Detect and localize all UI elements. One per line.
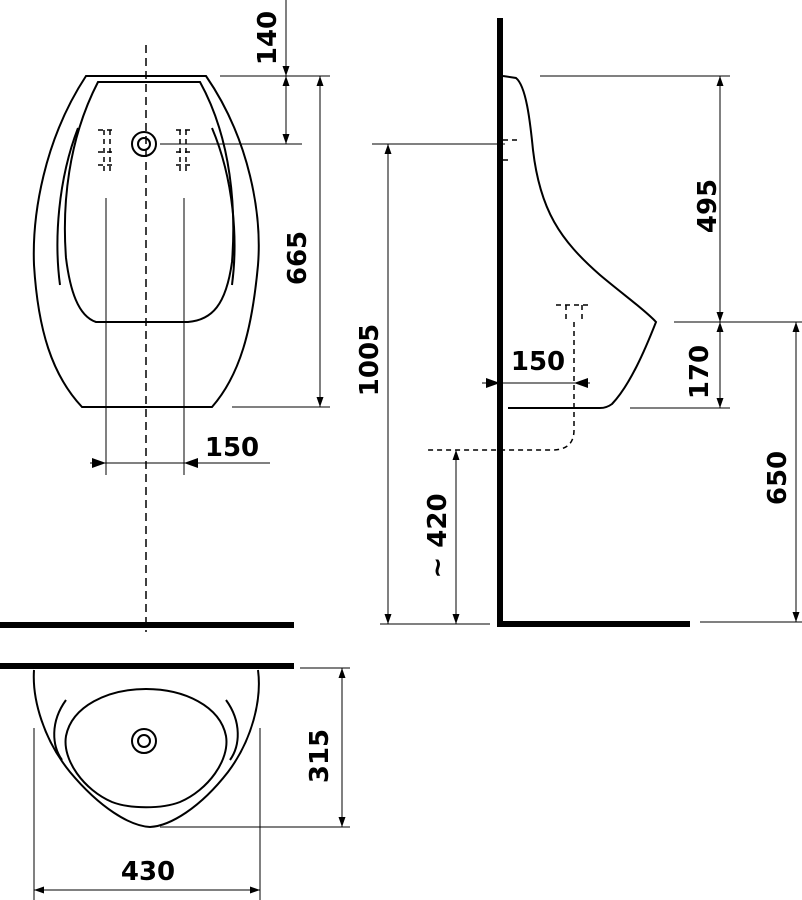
front-view: 140 665 150 (0, 0, 330, 632)
side-view: 1005 495 170 150 ~ 420 650 (355, 18, 802, 627)
front-right-flange (211, 127, 236, 286)
dim-140-label: 140 (253, 11, 283, 65)
dim-315-label: 315 (305, 729, 335, 783)
front-right-fixing-hidden (176, 129, 192, 175)
dim-150-front-arrow-right (184, 458, 198, 468)
dim-170-label: 170 (685, 345, 715, 399)
dim-150-side-arrow-right (574, 378, 588, 388)
front-outer-body (32, 75, 260, 408)
dim-150-side-label: 150 (511, 347, 565, 377)
dim-150-front-arrow-left (92, 458, 106, 468)
front-left-fixing-hidden (98, 129, 114, 175)
side-trap-hidden (426, 304, 590, 451)
dim-430-label: 430 (121, 857, 175, 887)
plan-outer-body (32, 669, 260, 829)
side-urinal-profile (502, 75, 658, 409)
front-inner-bowl (63, 81, 235, 323)
front-inlet-outer-ring (131, 131, 157, 157)
dim-420-label: ~ 420 (423, 493, 453, 578)
plan-outlet-outer-ring (131, 728, 157, 754)
plan-right-flange (225, 699, 239, 761)
side-inlet-hidden (503, 139, 518, 161)
dim-1005-label: 1005 (355, 324, 385, 396)
plan-view: 315 430 (0, 663, 350, 900)
plan-inner-bowl (64, 687, 228, 809)
plan-outlet-inner-ring (137, 734, 151, 748)
dim-495-label: 495 (693, 179, 723, 233)
dim-665-label: 665 (283, 231, 313, 285)
plan-left-flange (53, 699, 67, 761)
dim-150-side-arrow-left (486, 378, 500, 388)
dim-150-front-label: 150 (205, 433, 259, 463)
dim-650-label: 650 (763, 451, 793, 505)
front-left-flange (56, 127, 79, 286)
front-inlet-inner-ring (137, 137, 151, 151)
